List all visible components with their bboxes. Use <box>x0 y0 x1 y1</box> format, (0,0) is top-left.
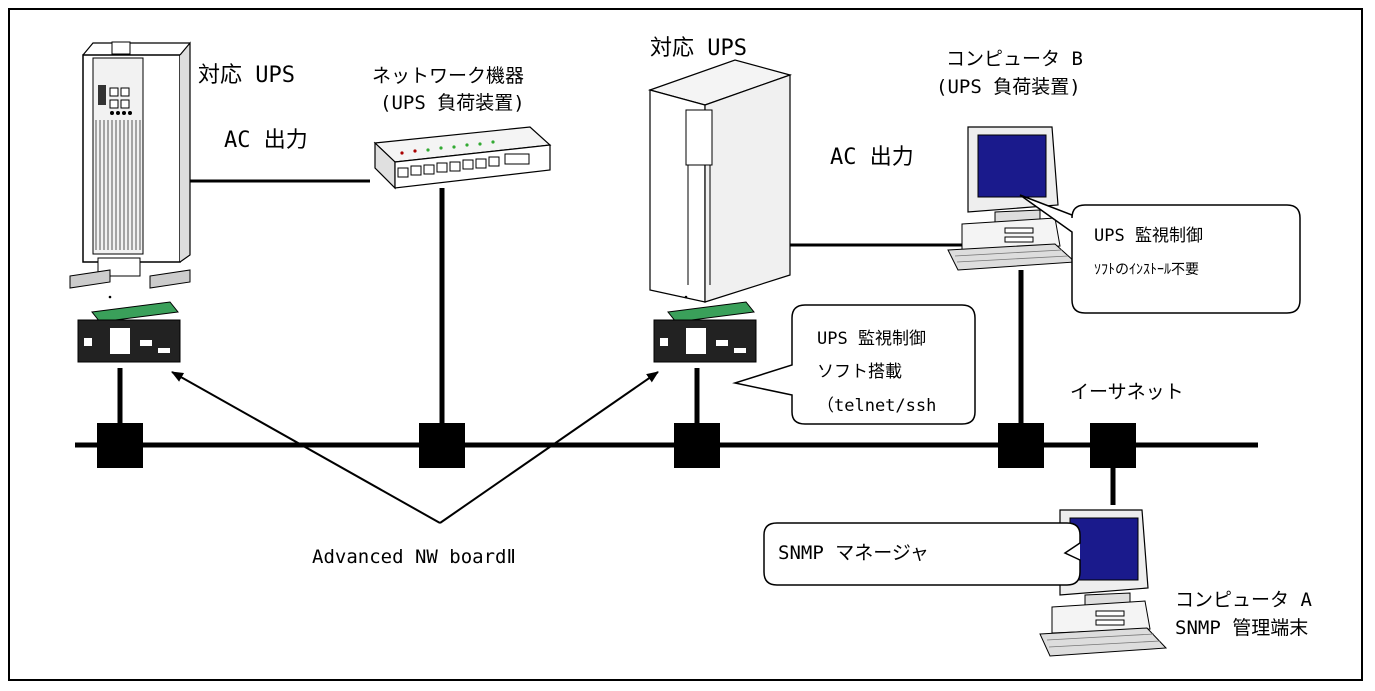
ups-center-label: 対応 UPS <box>650 36 747 61</box>
computer-a-subtitle: SNMP 管理端末 <box>1175 617 1309 639</box>
callout-onboard-line3: （telnet/ssh <box>817 396 937 416</box>
computer-a-title: コンピュータ A <box>1175 589 1312 611</box>
ethernet-node <box>674 423 720 468</box>
callout-onboard-line2: ソフト搭載 <box>817 362 902 382</box>
computer-b-icon <box>947 126 1077 271</box>
ups-cabinet-icon <box>647 59 793 303</box>
ups-left-label: 対応 UPS <box>198 63 295 88</box>
callout-computer-b-line1: UPS 監視制御 <box>1094 226 1203 246</box>
network-hub-icon <box>373 126 552 190</box>
ac-output-right-label: AC 出力 <box>830 145 914 170</box>
network-device-subtitle: (UPS 負荷装置) <box>380 92 525 114</box>
callout-computer-b <box>1019 194 1301 314</box>
callout-snmp-manager <box>763 522 1081 586</box>
board-name-label: Advanced NW boardⅡ <box>312 546 516 568</box>
network-device-title: ネットワーク機器 <box>372 65 525 87</box>
arrow-to-left-board <box>171 371 441 524</box>
network-board-icon-left <box>77 295 181 363</box>
ethernet-label: イーサネット <box>1070 381 1184 403</box>
ethernet-node <box>1090 423 1136 468</box>
callout-onboard-line1: UPS 監視制御 <box>817 329 926 349</box>
callout-snmp-manager-text: SNMP マネージャ <box>778 542 929 564</box>
ethernet-node <box>97 423 143 468</box>
network-board-icon-center <box>653 295 757 363</box>
ethernet-node <box>419 423 465 468</box>
computer-b-title: コンピュータ B <box>946 48 1083 70</box>
ethernet-node <box>998 423 1044 468</box>
callout-snmp-pointer <box>1063 542 1081 561</box>
callout-onboard-software <box>732 304 976 425</box>
ups-tower-icon <box>69 41 191 289</box>
diagram-frame <box>8 8 1363 681</box>
arrow-to-center-board <box>439 371 659 524</box>
computer-a-icon <box>1039 509 1168 657</box>
ac-output-left-label: AC 出力 <box>224 128 308 153</box>
computer-b-subtitle: (UPS 負荷装置) <box>936 76 1081 98</box>
callout-computer-b-line2: ｿﾌﾄのｲﾝｽﾄｰﾙ不要 <box>1094 262 1199 278</box>
